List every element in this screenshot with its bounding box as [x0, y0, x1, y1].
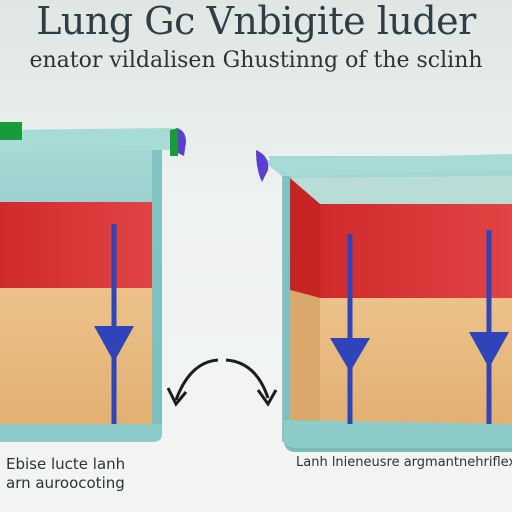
diagram-subtitle: enator vildalisen Ghustinng of the sclin… [29, 48, 483, 73]
right-arrow-head-1 [330, 338, 370, 372]
left-caption-line-1: Ebise lucte lanh [6, 455, 126, 473]
curved-arrow-left-head [166, 387, 188, 407]
curved-arrow-left-icon [174, 358, 219, 401]
left-purple-spout [176, 128, 186, 156]
right-caption-line-1: Lanh lnieneusre argmantnehriflex [296, 455, 512, 470]
curved-arrow-right-head [256, 389, 278, 407]
exchange-arrows [166, 358, 278, 407]
left-arrow-head [94, 326, 134, 362]
diagram-title: Lung Gc Vnbigite luder [36, 0, 476, 43]
left-caption-line-2: arn auroocoting [6, 474, 125, 492]
curved-arrow-right-icon [225, 358, 270, 399]
left-container [0, 122, 186, 442]
right-purple-spout [256, 150, 269, 182]
right-container [256, 150, 512, 452]
right-arrow-head-2 [469, 332, 509, 368]
left-green-marker [0, 122, 22, 140]
left-red-layer [0, 202, 152, 288]
left-tan-layer [0, 288, 152, 424]
